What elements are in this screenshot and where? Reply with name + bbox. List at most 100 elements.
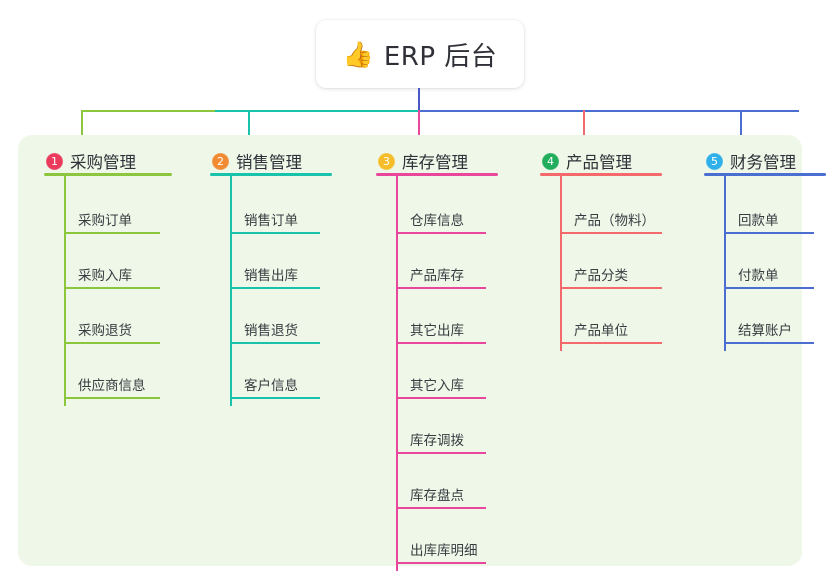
bus-segment-3 <box>418 110 799 113</box>
list-item-rule <box>724 342 814 344</box>
list-item-label: 结算账户 <box>738 323 792 339</box>
list-item-label: 销售退货 <box>244 323 298 339</box>
list-item[interactable]: 产品（物料） <box>560 185 662 234</box>
list-item-label: 销售订单 <box>244 213 298 229</box>
list-item-label: 产品（物料） <box>574 213 655 229</box>
list-item[interactable]: 供应商信息 <box>64 350 160 399</box>
list-item-rule <box>64 342 160 344</box>
list-item-label: 其它出库 <box>410 323 464 339</box>
column-title-3: 库存管理 <box>402 153 468 172</box>
column-rule-3 <box>376 173 498 176</box>
list-item-label: 付款单 <box>738 268 779 284</box>
list-item[interactable]: 采购入库 <box>64 240 160 289</box>
column-header-3[interactable]: 3 库存管理 <box>374 145 468 177</box>
list-item-rule <box>230 342 320 344</box>
thumbs-up-icon: 👍 <box>342 39 374 69</box>
list-item[interactable]: 产品分类 <box>560 240 662 289</box>
column-rule-2 <box>210 173 332 176</box>
branch-drop-1 <box>81 110 84 146</box>
list-item-rule <box>560 342 662 344</box>
column-header-5[interactable]: 5 财务管理 <box>702 145 796 177</box>
column-spine-3 <box>396 175 398 571</box>
column-rule-1 <box>44 173 172 176</box>
bus-segment-1 <box>81 110 215 113</box>
list-item[interactable]: 采购订单 <box>64 185 160 234</box>
root-node[interactable]: 👍 ERP 后台 <box>316 20 524 88</box>
list-item[interactable]: 销售退货 <box>230 295 320 344</box>
column-spine-4 <box>560 175 562 351</box>
column-spine-2 <box>230 175 232 406</box>
list-item-label: 回款单 <box>738 213 779 229</box>
list-item[interactable]: 仓库信息 <box>396 185 486 234</box>
list-item-rule <box>724 232 814 234</box>
list-item-label: 仓库信息 <box>410 213 464 229</box>
list-item-label: 销售出库 <box>244 268 298 284</box>
column-badge-5: 5 <box>706 152 723 170</box>
list-item-rule <box>230 287 320 289</box>
branch-drop-2 <box>248 110 251 146</box>
list-item-label: 客户信息 <box>244 378 298 394</box>
list-item[interactable]: 其它入库 <box>396 350 486 399</box>
list-item[interactable]: 产品库存 <box>396 240 486 289</box>
root-title: ERP 后台 <box>383 41 498 72</box>
list-item-rule <box>560 232 662 234</box>
list-item-rule <box>396 287 486 289</box>
column-rule-4 <box>540 173 662 176</box>
list-item-label: 库存调拨 <box>410 433 464 449</box>
list-item-rule <box>396 397 486 399</box>
list-item-label: 其它入库 <box>410 378 464 394</box>
list-item-rule <box>396 452 486 454</box>
branch-drop-4 <box>583 110 586 146</box>
list-item[interactable]: 库存盘点 <box>396 460 486 509</box>
list-item-label: 产品单位 <box>574 323 628 339</box>
list-item[interactable]: 付款单 <box>724 240 814 289</box>
list-item[interactable]: 其它出库 <box>396 295 486 344</box>
list-item[interactable]: 采购退货 <box>64 295 160 344</box>
column-title-4: 产品管理 <box>566 153 632 172</box>
list-item-label: 供应商信息 <box>78 378 146 394</box>
list-item-label: 采购入库 <box>78 268 132 284</box>
branches-panel: 1 采购管理采购订单采购入库采购退货供应商信息 2 销售管理销售订单销售出库销售退货客… <box>18 135 826 571</box>
branch-drop-5 <box>740 110 743 146</box>
column-title-2: 销售管理 <box>236 153 302 172</box>
column-header-1[interactable]: 1 采购管理 <box>42 145 136 177</box>
list-item-rule <box>560 287 662 289</box>
list-item[interactable]: 库存调拨 <box>396 405 486 454</box>
list-item-label: 出库库明细 <box>410 543 478 559</box>
branch-drop-3 <box>418 110 421 146</box>
list-item[interactable]: 销售出库 <box>230 240 320 289</box>
list-item-rule <box>64 232 160 234</box>
list-item-label: 库存盘点 <box>410 488 464 504</box>
list-item[interactable]: 客户信息 <box>230 350 320 399</box>
list-item[interactable]: 结算账户 <box>724 295 814 344</box>
column-header-4[interactable]: 4 产品管理 <box>538 145 632 177</box>
list-item-rule <box>396 562 486 564</box>
list-item-rule <box>230 232 320 234</box>
column-spine-5 <box>724 175 726 351</box>
list-item-label: 产品库存 <box>410 268 464 284</box>
list-item-rule <box>396 342 486 344</box>
column-badge-2: 2 <box>212 152 229 170</box>
column-badge-3: 3 <box>378 152 395 170</box>
list-item[interactable]: 回款单 <box>724 185 814 234</box>
column-badge-1: 1 <box>46 152 63 170</box>
list-item-label: 采购订单 <box>78 213 132 229</box>
column-rule-5 <box>704 173 826 176</box>
column-title-5: 财务管理 <box>730 153 796 172</box>
column-spine-1 <box>64 175 66 406</box>
list-item-rule <box>724 287 814 289</box>
bus-segment-2 <box>215 110 418 113</box>
list-item[interactable]: 出库库明细 <box>396 515 486 564</box>
list-item[interactable]: 销售订单 <box>230 185 320 234</box>
root-trunk-line <box>418 88 421 111</box>
column-badge-4: 4 <box>542 152 559 170</box>
list-item-label: 产品分类 <box>574 268 628 284</box>
list-item-rule <box>64 397 160 399</box>
list-item-label: 采购退货 <box>78 323 132 339</box>
list-item-rule <box>396 507 486 509</box>
column-title-1: 采购管理 <box>70 153 136 172</box>
list-item-rule <box>64 287 160 289</box>
list-item[interactable]: 产品单位 <box>560 295 662 344</box>
column-header-2[interactable]: 2 销售管理 <box>208 145 302 177</box>
